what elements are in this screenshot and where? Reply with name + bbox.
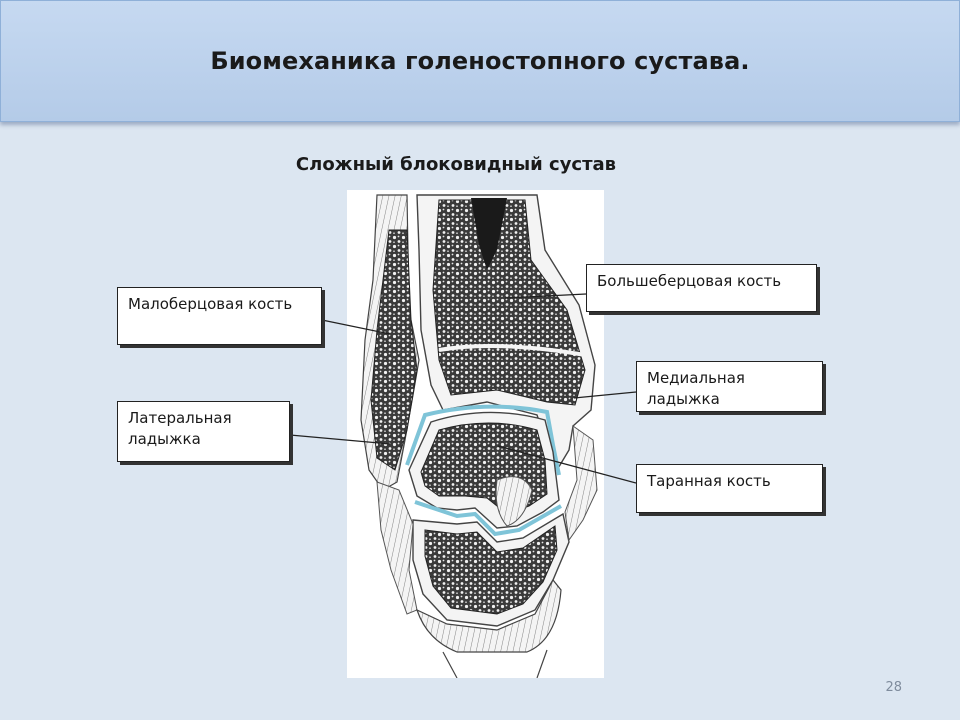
label-talus: Таранная кость — [636, 464, 823, 513]
label-medial-malleolus: Медиальная ладыжка — [636, 361, 823, 412]
ankle-joint-illustration — [347, 190, 604, 678]
label-fibula: Малоберцовая кость — [117, 287, 322, 345]
ankle-section-drawing — [360, 194, 598, 678]
label-tibia: Большеберцовая кость — [586, 264, 817, 312]
page-number: 28 — [885, 680, 902, 695]
title-bar: Биомеханика голеностопного сустава. — [0, 0, 960, 122]
slide-title: Биомеханика голеностопного сустава. — [210, 47, 750, 75]
label-lateral-malleolus: Латеральная ладыжка — [117, 401, 290, 462]
slide-subtitle: Сложный блоковидный сустав — [295, 154, 617, 175]
